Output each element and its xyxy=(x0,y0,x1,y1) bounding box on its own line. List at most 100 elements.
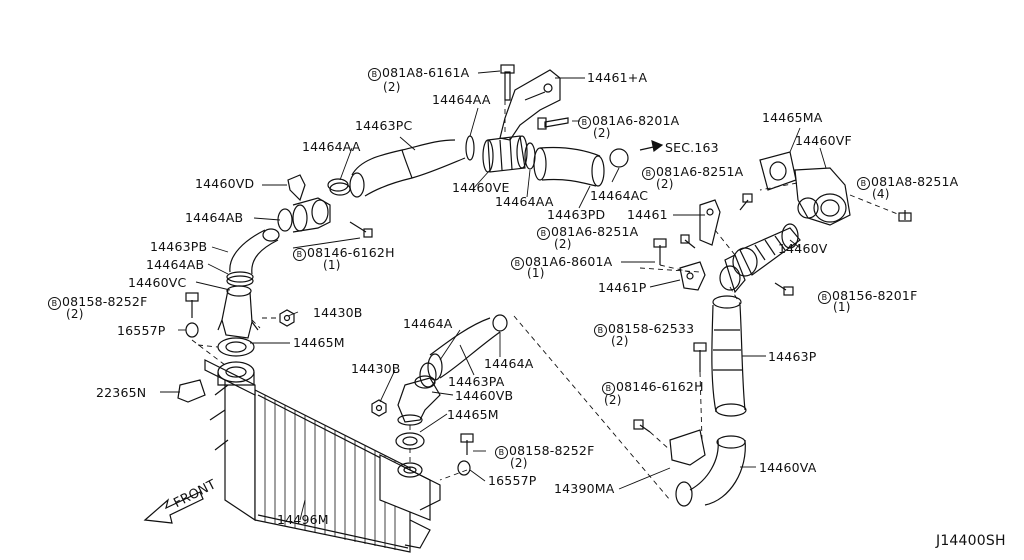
bolt-qty: (2) xyxy=(611,334,629,348)
part-label-14463PA: 14463PA xyxy=(448,374,505,389)
part-label-14464A: 14464A xyxy=(484,356,534,371)
part-label-14463PB: 14463PB xyxy=(150,239,208,254)
leader-lines xyxy=(160,70,827,521)
bracket-22365N xyxy=(177,379,206,403)
bolt-circle-icon: B xyxy=(818,291,831,304)
part-label-14390MA: 14390MA xyxy=(554,481,615,496)
bracket-14461 xyxy=(699,199,721,246)
bolt-circle-icon: B xyxy=(511,257,524,270)
part-label-14463PC: 14463PC xyxy=(355,118,413,133)
bracket-14390MA xyxy=(669,429,706,466)
diagram-code: J14400SH xyxy=(936,533,1006,549)
bolt-code: 081A6-8601A xyxy=(525,254,613,269)
bolt-code: 081A8-6161A xyxy=(382,65,470,80)
hose-14463PC xyxy=(349,139,466,198)
bolt-code: 08158-8252F xyxy=(62,294,148,309)
tube-14460VA xyxy=(675,435,746,507)
hose-14463PD xyxy=(533,146,605,187)
part-label-14460VC: 14460VC xyxy=(128,275,187,290)
coupler-14460VE xyxy=(482,135,528,173)
front-arrow xyxy=(143,491,204,524)
bolt-qty: (2) xyxy=(593,126,611,140)
gasket-14465MA xyxy=(759,151,797,191)
part-label-14464AA: 14464AA xyxy=(302,139,361,154)
bolt-code: 08156-8201F xyxy=(832,288,918,303)
part-label-14464AB: 14464AB xyxy=(146,257,205,272)
hose-14463P xyxy=(711,295,747,417)
label-sec163: SEC.163 xyxy=(665,140,719,155)
part-label-16557P: 16557P xyxy=(117,323,166,338)
bracket-14461P xyxy=(679,261,706,291)
bolt-qty: (2) xyxy=(66,307,84,321)
bolt-qty: (2) xyxy=(656,177,674,191)
part-label-14430B: 14430B xyxy=(351,361,401,376)
bolt-circle-icon: B xyxy=(602,382,615,395)
part-label-14464AC: 14464AC xyxy=(590,188,649,203)
coupler-14460V xyxy=(719,223,801,294)
bolt-qty: (2) xyxy=(604,393,622,407)
bolt-code: 08146-6162H xyxy=(307,245,395,260)
part-label-14460VA: 14460VA xyxy=(759,460,817,475)
nut-14430B-left xyxy=(279,309,295,327)
bolt-circle-icon: B xyxy=(293,248,306,261)
elbow-14460VF xyxy=(794,167,851,226)
clamp-14464AB-lower xyxy=(226,271,254,283)
part-label-14461P: 14461P xyxy=(598,280,647,295)
part-label-14465M: 14465M xyxy=(293,335,345,350)
bolts xyxy=(185,64,912,476)
bolt-circle-icon: B xyxy=(857,177,870,190)
dashed-guides xyxy=(191,100,901,501)
part-label-14465M: 14465M xyxy=(447,407,499,422)
bolt-code: 081A6-8251A xyxy=(551,224,639,239)
part-label-14464A: 14464A xyxy=(403,316,453,331)
part-label-14463P: 14463P xyxy=(768,349,817,364)
tube-14460VD xyxy=(287,174,331,233)
bolt-circle-icon: B xyxy=(578,116,591,129)
bolt-code: 081A8-8251A xyxy=(871,174,959,189)
part-label-14460VF: 14460VF xyxy=(795,133,852,148)
bolt-circle-icon: B xyxy=(594,324,607,337)
bolt-qty: (1) xyxy=(833,300,851,314)
bolt-qty: (2) xyxy=(554,237,572,251)
elbow-14460VB xyxy=(397,375,441,426)
part-label-14461A: 14461+A xyxy=(587,70,648,85)
bolt-circle-icon: B xyxy=(48,297,61,310)
part-label-14465MA: 14465MA xyxy=(762,110,823,125)
bolt-circle-icon: B xyxy=(495,446,508,459)
bolt-code: 081A6-8251A xyxy=(656,164,744,179)
part-label-14464AA: 14464AA xyxy=(432,92,491,107)
part-label-14463PD: 14463PD xyxy=(547,207,606,222)
intercooler-core xyxy=(204,359,441,553)
part-label-14460V: 14460V xyxy=(778,241,828,256)
tube-14460VC xyxy=(217,285,259,339)
part-label-14496M: 14496M xyxy=(277,512,329,527)
bracket-14461A xyxy=(499,69,561,141)
bolt-circle-icon: B xyxy=(368,68,381,81)
bolt-circle-icon: B xyxy=(537,227,550,240)
bolt-qty: (1) xyxy=(527,266,545,280)
part-label-14460VB: 14460VB xyxy=(455,388,514,403)
part-label-14460VE: 14460VE xyxy=(452,180,510,195)
part-label-22365N: 22365N xyxy=(96,385,147,400)
bolt-code: 08146-6162H xyxy=(616,379,704,394)
part-label-16557P: 16557P xyxy=(488,473,537,488)
bolt-code: 081A6-8201A xyxy=(592,113,680,128)
part-label-14461: 14461 xyxy=(627,207,668,222)
bolt-qty: (4) xyxy=(872,187,890,201)
bolt-code: 08158-62533 xyxy=(608,321,695,336)
bolt-circle-icon: B xyxy=(642,167,655,180)
bolt-code: 08158-8252F xyxy=(509,443,595,458)
bolt-qty: (2) xyxy=(383,80,401,94)
bolt-qty: (1) xyxy=(323,258,341,272)
